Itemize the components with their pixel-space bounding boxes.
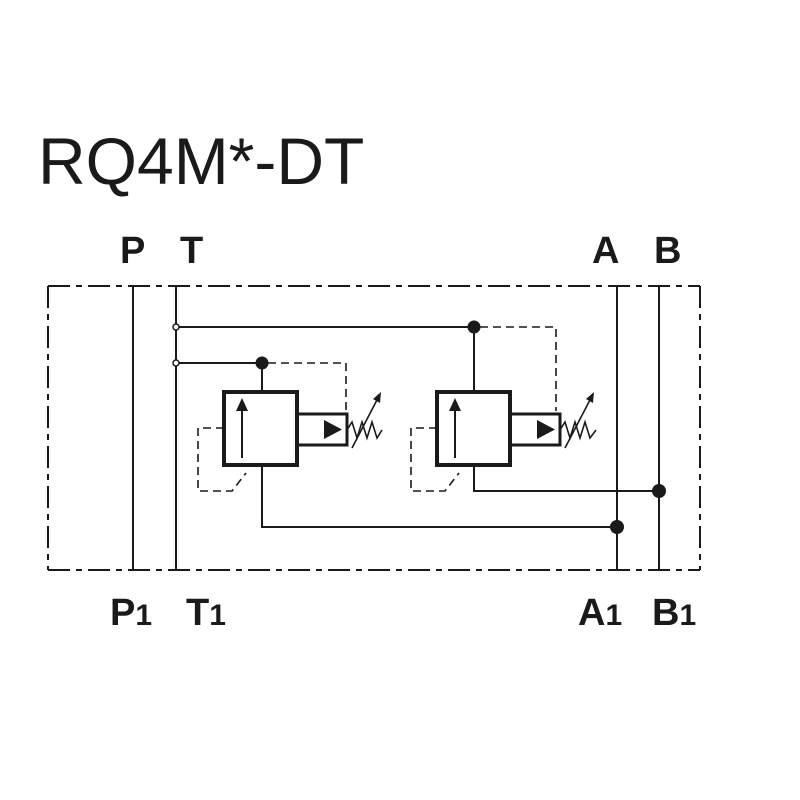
junction-b-line [652,484,666,498]
port-label-p: P [120,230,146,272]
block-outline [47,285,701,571]
relief-valve-left [197,356,617,528]
port-label-a1: A1 [578,594,622,632]
port-label-b1-letter: B [652,592,680,634]
relief-valve-right [410,320,659,492]
tank-junction-left [172,359,180,367]
port-label-p1: P1 [110,594,152,632]
port-label-b1: B1 [652,594,696,632]
port-label-p1-subscript: 1 [135,599,153,632]
port-label-a1-subscript: 1 [605,599,623,632]
port-label-b1-subscript: 1 [679,599,697,632]
port-label-t1-subscript: 1 [209,599,226,632]
port-label-p1-letter: P [110,592,136,634]
model-title: RQ4M*-DT [38,124,365,198]
junction-a-line [610,520,624,534]
port-label-a1-letter: A [578,592,606,634]
tank-junction-right [172,323,180,331]
port-label-b: B [654,230,682,272]
port-label-t1: T1 [186,594,226,632]
port-label-a: A [592,230,620,272]
port-label-t1-letter: T [186,592,210,634]
port-label-t: T [180,230,204,272]
